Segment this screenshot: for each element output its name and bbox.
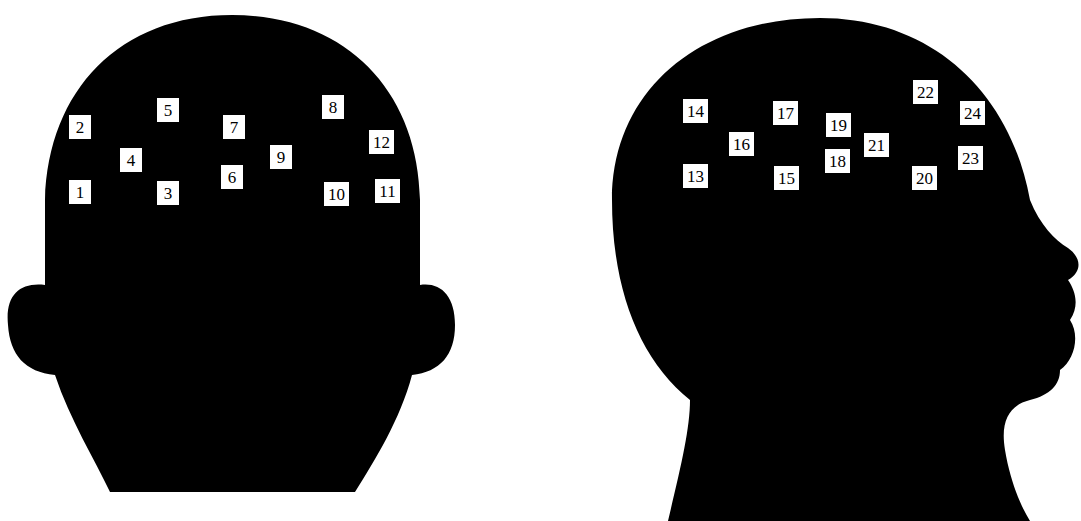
channel-box: 24 [960,101,985,125]
channel-box: 11 [375,179,400,203]
channel-box: 6 [221,165,243,189]
channel-number: 8 [329,99,338,116]
channel-box: 7 [223,115,245,139]
channel-number: 23 [962,150,979,167]
channel-box: 5 [157,98,179,122]
channel-number: 5 [164,102,173,119]
channel-box: 4 [120,148,142,172]
channel-box: 13 [683,164,708,188]
channel-number: 4 [127,152,136,169]
channel-number: 18 [829,153,846,170]
channel-box: 1 [69,180,91,204]
channel-number: 11 [379,183,395,200]
channel-number: 6 [228,169,237,186]
channel-number: 1 [76,184,85,201]
channel-box: 9 [270,145,292,169]
channel-number: 16 [733,136,750,153]
channel-number: 24 [964,105,981,122]
channel-box: 2 [69,115,91,139]
channel-number: 19 [830,117,847,134]
channel-number: 7 [230,119,239,136]
channel-number: 17 [777,105,794,122]
channel-box: 16 [729,132,754,156]
channel-box: 18 [825,149,850,173]
channel-box: 8 [322,95,344,119]
channel-number: 21 [868,137,885,154]
channel-box: 22 [913,80,938,104]
channel-box: 23 [958,146,983,170]
channel-number: 20 [916,170,933,187]
channel-number: 2 [76,119,85,136]
channel-number: 15 [778,170,795,187]
channel-number: 14 [687,103,704,120]
profile-head-silhouette [612,18,1079,521]
channel-number: 13 [687,168,704,185]
channel-box: 20 [912,166,937,190]
channel-box: 17 [773,101,798,125]
channel-box: 3 [157,181,179,205]
channel-number: 22 [917,84,934,101]
channel-box: 10 [324,182,349,206]
channel-number: 9 [277,149,286,166]
channel-box: 14 [683,99,708,123]
channel-box: 19 [826,113,851,137]
channel-box: 15 [774,166,799,190]
channel-number: 12 [373,134,390,151]
back-head-silhouette [8,15,455,492]
channel-number: 3 [164,185,173,202]
channel-box: 21 [864,133,889,157]
channel-box: 12 [369,130,394,154]
channel-number: 10 [328,186,345,203]
